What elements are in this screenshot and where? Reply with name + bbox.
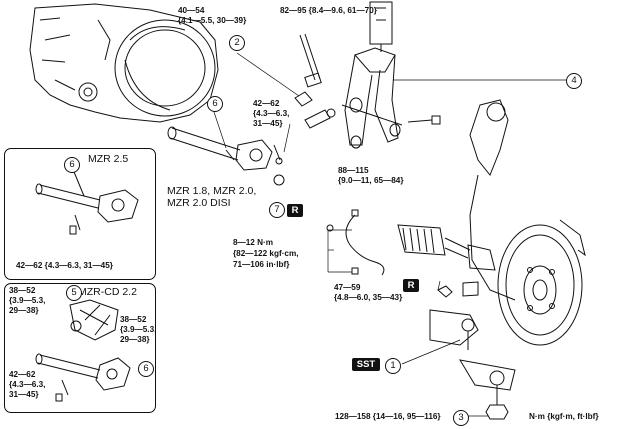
torque-label: 128—158 {14—16, 95—116}	[335, 412, 441, 421]
torque-label: {4.3—6.3,	[9, 380, 46, 389]
front-drive-shaft	[397, 224, 496, 271]
sst-badge: SST	[352, 358, 380, 371]
torque-label: 38—52	[9, 286, 36, 295]
callout-1: 1	[385, 358, 401, 374]
lower-nuts	[437, 281, 479, 298]
callout-7: 7	[269, 202, 285, 218]
callout-6: 6	[64, 157, 80, 173]
torque-label: {4.1—5.5, 30—39}	[178, 16, 247, 25]
torque-label: 40—54	[178, 6, 205, 15]
torque-label: 29—38}	[9, 306, 39, 315]
engine-variant-label: MZR 2.0 DISI	[167, 197, 231, 209]
callout-4: 4	[566, 73, 582, 89]
torque-label: 38—52	[120, 315, 147, 324]
torque-label: 82—95 {8.4—9.6, 61—70}	[280, 6, 377, 15]
callout-3: 3	[453, 410, 469, 426]
abs-sensor-wire	[326, 209, 385, 276]
torque-label: {3.9—5.3,	[120, 325, 157, 334]
callout-2: 2	[229, 35, 245, 51]
torque-label: 8—12 N·m	[233, 238, 274, 247]
r-badge: R	[403, 279, 419, 292]
torque-label: {9.0—11, 65—84}	[338, 176, 404, 185]
inset-mzr25	[4, 148, 156, 280]
leader-lines	[327, 229, 488, 417]
torque-label: 31—45}	[9, 390, 39, 399]
callout-5: 5	[66, 285, 82, 301]
torque-label: 42—62 {4.3—6.3, 31—45}	[16, 261, 113, 270]
strut-assembly	[354, 1, 396, 73]
torque-label: 88—115	[338, 166, 369, 175]
brake-disc-hub	[497, 219, 586, 346]
torque-label: {4.8—6.0, 35—43}	[334, 293, 403, 302]
torque-label: 42—62	[253, 99, 280, 108]
inset-title: MZR-CD 2.2	[78, 286, 137, 298]
torque-label: {3.9—5.3,	[9, 296, 46, 305]
torque-label: 42—62	[9, 370, 36, 379]
lower-arm	[341, 54, 566, 149]
upper-bolts	[236, 33, 336, 153]
inset-title: MZR 2.5	[88, 153, 129, 165]
inset-mzrcd22	[4, 283, 156, 413]
torque-label: 71—106 in·lbf}	[233, 260, 290, 269]
callout-6: 6	[138, 361, 154, 377]
lower-ball-joint	[401, 309, 516, 420]
engine-variant-label: MZR 1.8, MZR 2.0,	[167, 185, 257, 197]
torque-label: 31—45}	[253, 119, 283, 128]
inset-mzrcd-shaft	[35, 299, 131, 402]
torque-label: {4.3—6.3,	[253, 109, 290, 118]
callout-6: 6	[207, 96, 223, 112]
torque-label: 29—38}	[120, 335, 150, 344]
units-label: N·m {kgf·m, ft·lbf}	[529, 412, 599, 421]
r-badge: R	[287, 204, 303, 217]
transmission-housing	[29, 3, 219, 123]
torque-label: {82—122 kgf·cm,	[233, 249, 299, 258]
main-drive-shaft	[167, 108, 285, 186]
torque-label: 47—59	[334, 283, 361, 292]
